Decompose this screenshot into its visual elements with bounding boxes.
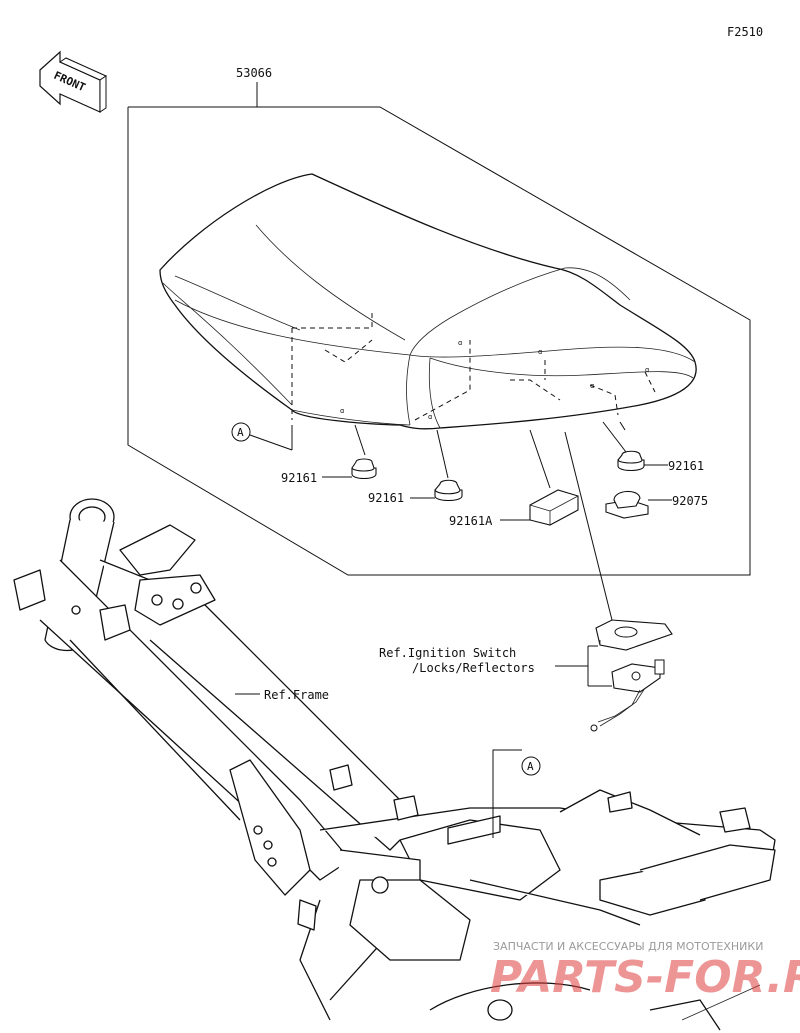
mount-marks: ɑ ɑ ɑ ɑ ɑ ɑ [340, 339, 649, 421]
figure-code: F2510 [727, 25, 763, 39]
svg-text:A: A [237, 426, 244, 439]
front-arrow-icon: FRONT [39, 50, 108, 113]
part-92075-label: 92075 [672, 494, 708, 508]
watermark-brand: PARTS-FOR.RU [490, 952, 800, 1003]
hidden-lines [291, 312, 656, 421]
ref-a-circle-upper: A [231, 422, 251, 442]
svg-text:ɑ: ɑ [340, 407, 344, 415]
grommet-92161-right [617, 450, 645, 472]
grommet-92161-left [351, 458, 377, 480]
seat-lock-assembly [590, 619, 673, 732]
svg-text:ɑ: ɑ [645, 366, 649, 374]
svg-text:ɑ: ɑ [428, 413, 432, 421]
motorcycle-frame-drawing [13, 498, 776, 1031]
svg-text:ɑ: ɑ [590, 382, 594, 390]
assembly-boundary [127, 106, 751, 576]
ignition-ref-line2: /Locks/Reflectors [412, 661, 535, 675]
part-92161-left-label: 92161 [281, 471, 317, 485]
part-92161a-label: 92161A [449, 514, 493, 528]
part-92161-right-label: 92161 [668, 459, 704, 473]
svg-text:ɑ: ɑ [458, 339, 462, 347]
watermark-tagline: ЗАПЧАСТИ И АКСЕССУАРЫ ДЛЯ МОТОТЕХНИКИ [493, 940, 763, 953]
damper-92075 [605, 490, 649, 519]
ignition-ref-line1: Ref.Ignition Switch [379, 646, 516, 660]
frame-ref-label: Ref.Frame [264, 688, 329, 702]
pad-92161a [529, 489, 579, 526]
ref-a-circle-lower: A [521, 756, 541, 776]
part-53066-label: 53066 [236, 66, 272, 80]
svg-text:ɑ: ɑ [538, 348, 542, 356]
grommet-92161-middle [434, 479, 463, 502]
part-92161-middle-label: 92161 [368, 491, 404, 505]
seat-drawing [159, 173, 697, 430]
svg-text:A: A [527, 760, 534, 773]
